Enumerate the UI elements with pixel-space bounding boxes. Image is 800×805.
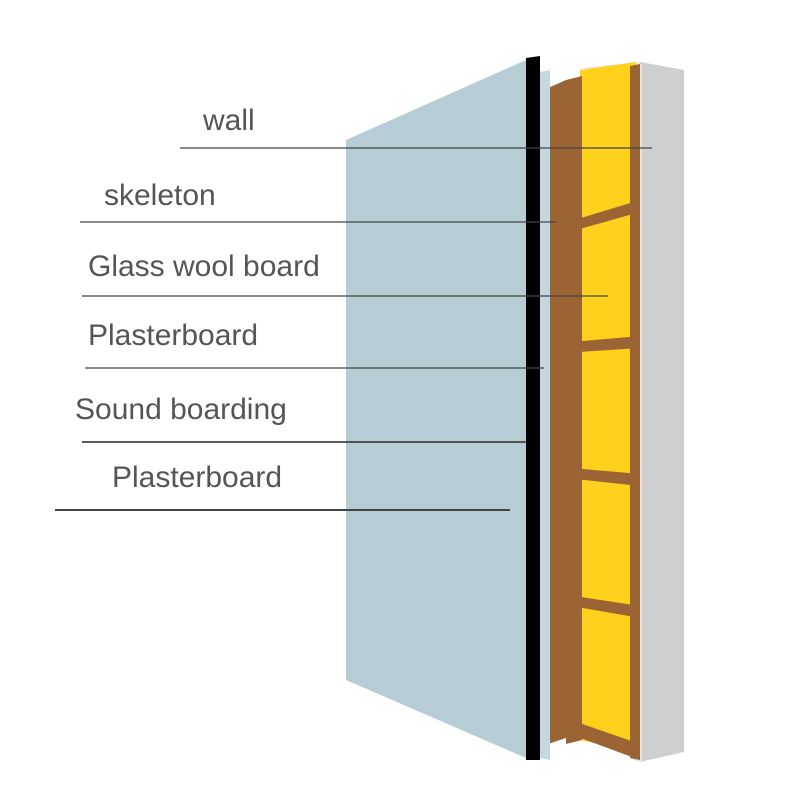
label-wall: wall: [203, 104, 255, 137]
skeleton-rail-2: [548, 336, 640, 354]
skeleton-rail-4: [548, 592, 640, 618]
leader-lines: [55, 147, 652, 511]
skeleton-stud-mid: [566, 76, 582, 744]
plasterboard-outer-layer: [346, 60, 526, 758]
label-plasterboard-outer: Plasterboard: [112, 461, 283, 494]
label-plasterboard-inner: Plasterboard: [88, 319, 259, 352]
label-glass-wool-board: Glass wool board: [88, 250, 320, 283]
glass-wool-panel: [580, 62, 636, 752]
wall-side-face: [640, 62, 684, 762]
skeleton-rail-1: [548, 200, 640, 238]
label-sound-boarding: Sound boarding: [75, 393, 287, 426]
glass-wool-layer: [580, 62, 636, 752]
label-skeleton: skeleton: [104, 179, 216, 212]
skeleton-rail-3: [548, 466, 640, 486]
plasterboard-inner-layer: [540, 70, 550, 760]
sound-boarding-panel: [526, 56, 540, 760]
skeleton-stud-right: [630, 64, 640, 760]
skeleton-stud-left: [548, 80, 566, 744]
plasterboard-outer-panel: [346, 60, 526, 758]
skeleton-rail-bottom: [548, 712, 640, 760]
plasterboard-inner-panel: [540, 70, 550, 760]
sound-boarding-layer: [526, 56, 540, 760]
skeleton-layer: [548, 64, 640, 760]
